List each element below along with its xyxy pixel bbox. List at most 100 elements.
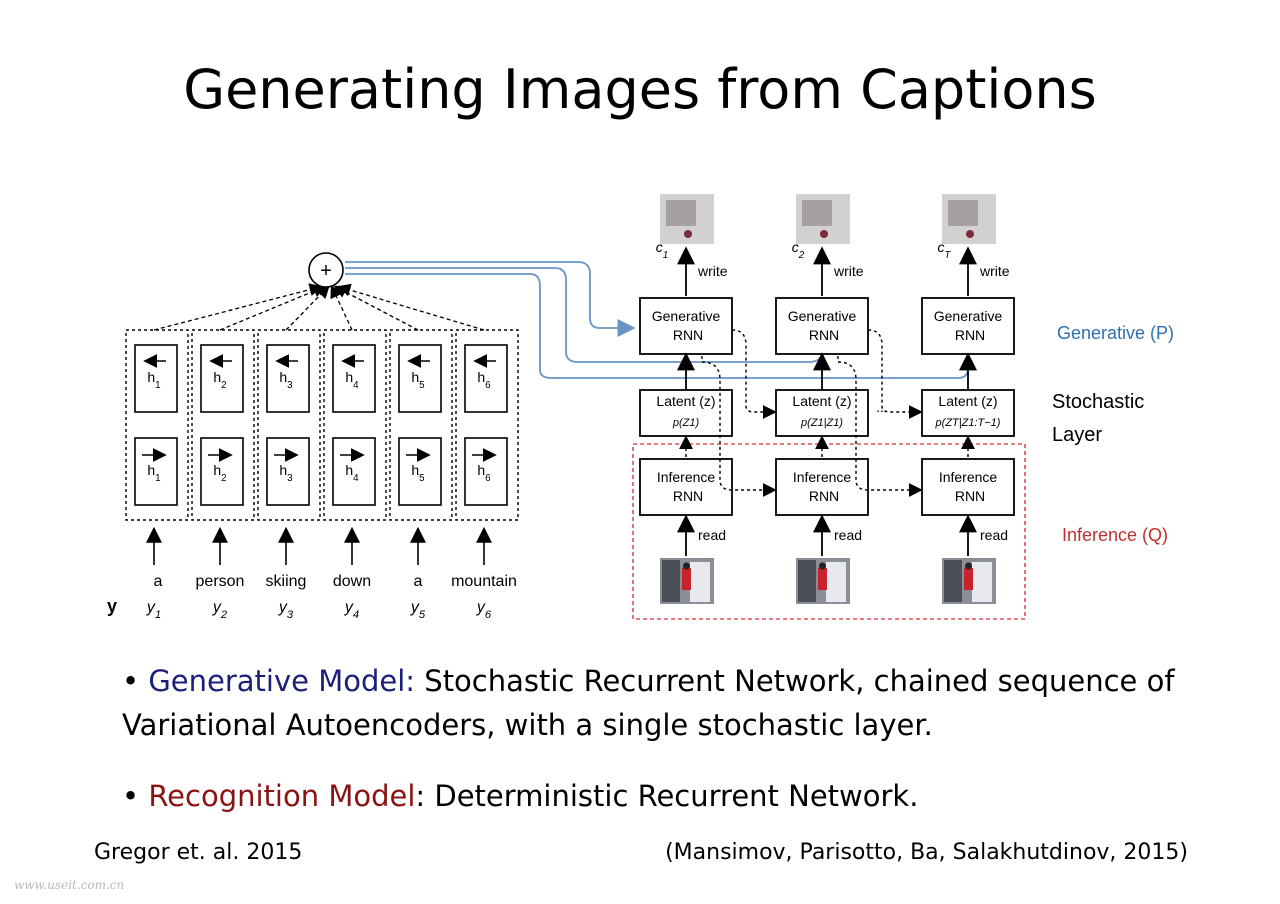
read-label: read: [980, 527, 1008, 543]
latent-prior-formula: p(Z1|Z1): [800, 417, 843, 429]
latent-label: Latent (z): [938, 393, 997, 409]
encoder-column-2: [191, 329, 255, 521]
photo-tree: [662, 560, 680, 602]
inference-rnn-box: [775, 458, 869, 516]
latent-box: [639, 389, 733, 437]
caption-word: a: [414, 573, 423, 590]
generative-to-inference-connection: [837, 356, 923, 497]
inference-layer-label: Inference (Q): [1062, 525, 1168, 545]
generative-rnn-label: Generative: [788, 308, 857, 324]
bullet-generative-model: • Generative Model: Stochastic Recurrent…: [122, 659, 1242, 747]
latent-prior-formula: p(ZT|Z1:T−1): [935, 417, 1001, 429]
canvas-label: cT: [938, 239, 952, 261]
bullet-symbol: •: [122, 779, 140, 813]
forward-hidden-cell: [398, 437, 442, 506]
generative-rnn-sublabel: RNN: [673, 327, 703, 343]
generative-rnn-box: [775, 297, 869, 355]
context-connector-3: [345, 273, 977, 379]
attention-arrow: [330, 284, 353, 331]
sum-symbol: +: [320, 260, 332, 282]
forward-hidden-label: h2: [213, 462, 226, 484]
photo-skier-head: [683, 562, 690, 570]
forward-hidden-label: h3: [279, 462, 293, 484]
forward-hidden-label: h4: [345, 462, 359, 484]
generative-to-latent-connection: [731, 329, 777, 419]
bullet-recognition-model: • Recognition Model: Deterministic Recur…: [122, 774, 1242, 818]
bullet-generative-text: Stochastic Recurrent Network, chained se…: [122, 664, 1175, 742]
encoder-column-6: [455, 329, 519, 521]
backward-hidden-cell: [200, 344, 244, 413]
caption-word: skiing: [266, 573, 307, 590]
backward-hidden-label: h5: [411, 369, 425, 391]
bullet-recognition-text: : Deterministic Recurrent Network.: [415, 779, 919, 813]
generative-to-latent-connection: [867, 329, 923, 419]
write-label: write: [979, 263, 1010, 279]
photo-tree: [944, 560, 962, 602]
photo-snow: [826, 562, 846, 602]
stochastic-layer-label: Layer: [1052, 424, 1102, 446]
photo-skier-head: [965, 562, 972, 570]
read-label: read: [698, 527, 726, 543]
backward-hidden-cell: [464, 344, 508, 413]
citation-left: Gregor et. al. 2015: [94, 840, 303, 865]
canvas-label: c2: [792, 239, 805, 261]
watermark: www.useit.com.cn: [14, 878, 125, 892]
generative-rnn-sublabel: RNN: [809, 327, 839, 343]
attention-arrow: [153, 283, 323, 331]
sum-node: [308, 252, 344, 288]
caption-word: down: [333, 573, 371, 590]
canvas-blur: [802, 200, 832, 226]
backward-hidden-label: h2: [213, 369, 226, 391]
forward-hidden-cell: [200, 437, 244, 506]
canvas-blur: [666, 200, 696, 226]
latent-label: Latent (z): [792, 393, 851, 409]
forward-hidden-label: h1: [147, 462, 160, 484]
backward-hidden-cell: [398, 344, 442, 413]
citation-right: (Mansimov, Parisotto, Ba, Salakhutdinov,…: [665, 840, 1188, 865]
inference-rnn-sublabel: RNN: [673, 488, 703, 504]
canvas-figure: [820, 230, 828, 238]
generative-to-inference-connection: [701, 356, 777, 497]
caption-token-label: y3: [278, 599, 294, 621]
forward-hidden-cell: [332, 437, 376, 506]
stochastic-layer-label: Stochastic: [1052, 391, 1144, 413]
attention-arrow: [337, 283, 485, 331]
photo-skier: [818, 568, 827, 590]
photo-skier-head: [819, 562, 826, 570]
caption-token-label: y6: [476, 599, 492, 621]
inference-rnn-box: [639, 458, 733, 516]
photo-skier: [964, 568, 973, 590]
backward-hidden-cell: [332, 344, 376, 413]
attention-arrow: [219, 284, 327, 331]
write-label: write: [833, 263, 864, 279]
inference-rnn-sublabel: RNN: [809, 488, 839, 504]
backward-hidden-cell: [266, 344, 310, 413]
generative-rnn-label: Generative: [652, 308, 721, 324]
ellipsis: ...: [876, 399, 888, 415]
inference-rnn-label: Inference: [793, 469, 852, 485]
caption-token-label: y2: [212, 599, 228, 621]
generative-rnn-box: [921, 297, 1015, 355]
backward-hidden-cell: [134, 344, 178, 413]
canvas-figure: [966, 230, 974, 238]
generative-rnn-box: [639, 297, 733, 355]
inference-rnn-box: [921, 458, 1015, 516]
bullet-recognition-label: Recognition Model: [148, 779, 416, 813]
canvas-blur: [948, 200, 978, 226]
forward-hidden-cell: [266, 437, 310, 506]
photo-tree: [798, 560, 816, 602]
caption-token-label: y5: [410, 599, 426, 621]
photo-snow: [690, 562, 710, 602]
generative-layer-label: Generative (P): [1057, 323, 1174, 343]
backward-hidden-label: h4: [345, 369, 359, 391]
y-sequence-label: y: [107, 596, 117, 616]
photo-snow: [972, 562, 992, 602]
forward-hidden-label: h6: [477, 462, 491, 484]
inference-region: [632, 443, 1026, 620]
photo-skier: [682, 568, 691, 590]
backward-hidden-label: h1: [147, 369, 160, 391]
caption-word: a: [154, 573, 163, 590]
